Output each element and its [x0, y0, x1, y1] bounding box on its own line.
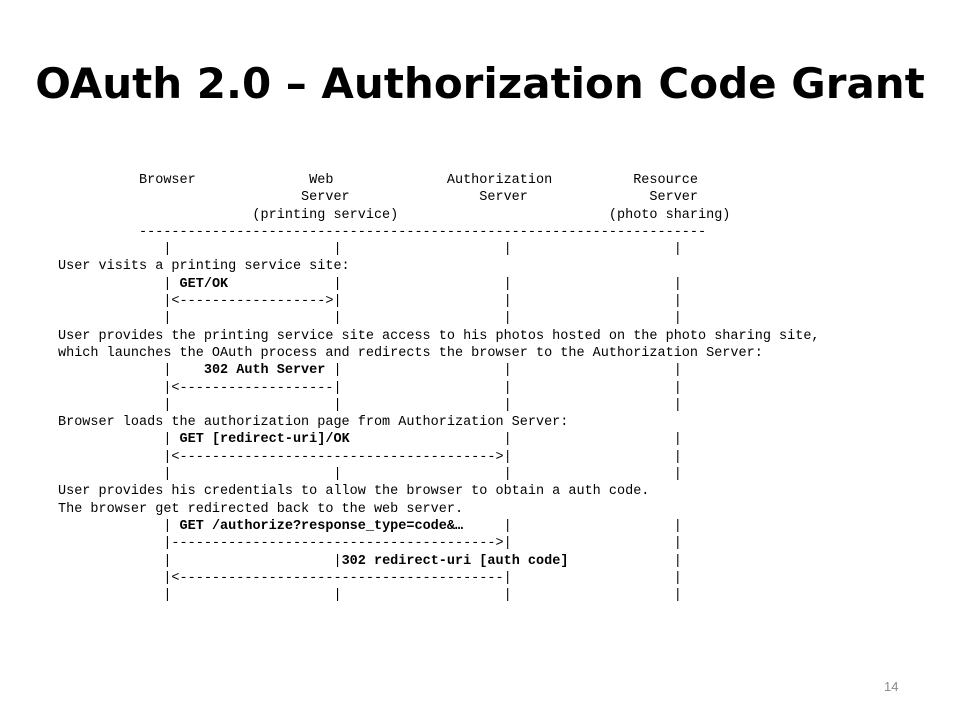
diagram-line: | GET [redirect-uri]/OK | | — [163, 432, 682, 448]
diagram-line: | | | | — [58, 242, 682, 258]
diagram-line: | | | | — [58, 397, 682, 413]
diagram-line: |---------------------------------------… — [58, 536, 682, 552]
diagram-line: The browser get redirected back to the w… — [58, 501, 464, 517]
diagram-line: | | | | — [58, 467, 682, 483]
sequence-diagram: Browser Web Authorization Resource Serve… — [58, 172, 820, 604]
diagram-line: | GET/OK | | | — [163, 276, 682, 292]
diagram-line: |<--------------------------------------… — [58, 570, 682, 586]
diagram-line: (printing service) (photo sharing) — [58, 207, 731, 223]
diagram-line: User provides his credentials to allow t… — [58, 484, 650, 500]
diagram-line: | 302 Auth Server | | | — [163, 363, 682, 379]
diagram-line: which launches the OAuth process and red… — [58, 345, 763, 361]
diagram-line: User visits a printing service site: — [58, 259, 350, 275]
diagram-line: |<------------------>| | | — [58, 294, 682, 310]
diagram-line: | | | | — [58, 588, 682, 604]
diagram-line: Browser loads the authorization page fro… — [58, 415, 569, 431]
diagram-line: | | | | — [58, 311, 682, 327]
diagram-line: Server Server Server — [58, 190, 699, 206]
slide-title: OAuth 2.0 – Authorization Code Grant — [35, 59, 925, 108]
diagram-line: Browser Web Authorization Resource — [58, 173, 699, 188]
diagram-line: | |302 redirect-uri [auth code] | — [163, 553, 682, 569]
diagram-line: | GET /authorize?response_type=code&… | … — [163, 518, 682, 534]
slide-number: 14 — [884, 679, 899, 694]
diagram-line: |<--------------------------------------… — [58, 449, 682, 465]
diagram-line: ----------------------------------------… — [58, 224, 707, 240]
diagram-line: |<-------------------| | | — [58, 380, 682, 396]
diagram-line: User provides the printing service site … — [58, 328, 820, 344]
